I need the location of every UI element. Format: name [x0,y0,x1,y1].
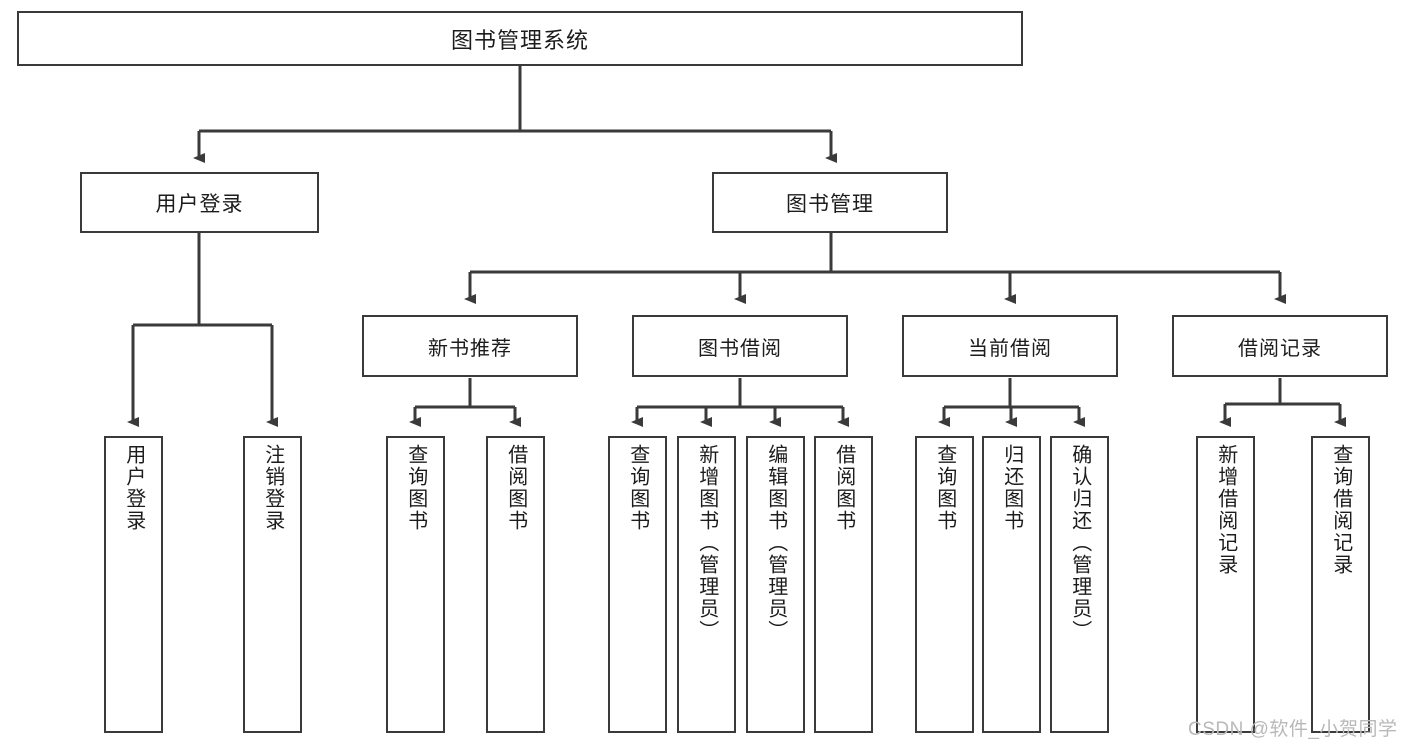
leaf-new-book-1-label: 查询图书 [404,444,427,532]
leaf-user-login-2[interactable]: 注销登录 [243,436,302,733]
leaf-book-borrow-3[interactable]: 编辑图书（管理员） [746,436,805,733]
leaf-current-borrow-2-label: 归还图书 [1000,444,1023,532]
watermark: CSDN @软件_小贺同学 [1188,719,1398,740]
leaf-borrow-record-2[interactable]: 查询借阅记录 [1311,436,1370,733]
leaf-borrow-record-1-label: 新增借阅记录 [1214,444,1237,576]
node-borrow-record-label: 借阅记录 [1238,337,1322,360]
node-borrow-record[interactable]: 借阅记录 [1172,315,1388,377]
leaf-book-borrow-4[interactable]: 借阅图书 [814,436,873,733]
leaf-book-borrow-2[interactable]: 新增图书（管理员） [677,436,736,733]
leaf-current-borrow-1[interactable]: 查询图书 [915,436,974,733]
leaf-user-login-1-label: 用户登录 [122,444,145,532]
node-current-borrow-label: 当前借阅 [968,337,1052,360]
leaf-current-borrow-1-label: 查询图书 [933,444,956,532]
node-root-label: 图书管理系统 [450,27,589,53]
leaf-book-borrow-4-label: 借阅图书 [832,444,855,532]
leaf-book-borrow-1[interactable]: 查询图书 [608,436,667,733]
node-book-manage-label: 图书管理 [786,192,874,216]
leaf-book-borrow-3-label: 编辑图书（管理员） [764,444,787,642]
node-user-login-label: 用户登录 [155,192,244,216]
leaf-user-login-1[interactable]: 用户登录 [104,436,163,733]
leaf-book-borrow-2-label: 新增图书（管理员） [695,444,718,642]
leaf-new-book-1[interactable]: 查询图书 [386,436,445,733]
leaf-borrow-record-2-label: 查询借阅记录 [1329,444,1352,576]
leaf-current-borrow-2[interactable]: 归还图书 [982,436,1041,733]
leaf-current-borrow-3-label: 确认归还（管理员） [1068,444,1091,642]
leaf-new-book-2[interactable]: 借阅图书 [486,436,545,733]
node-current-borrow[interactable]: 当前借阅 [902,315,1118,377]
node-user-login[interactable]: 用户登录 [80,172,319,233]
node-book-borrow-label: 图书借阅 [698,337,782,360]
node-book-manage[interactable]: 图书管理 [712,172,948,233]
node-new-book-recommend[interactable]: 新书推荐 [362,315,578,377]
leaf-new-book-2-label: 借阅图书 [504,444,527,532]
leaf-user-login-2-label: 注销登录 [261,444,284,532]
node-book-borrow[interactable]: 图书借阅 [632,315,848,377]
node-new-book-recommend-label: 新书推荐 [428,337,512,360]
leaf-borrow-record-1[interactable]: 新增借阅记录 [1196,436,1255,733]
leaf-book-borrow-1-label: 查询图书 [626,444,649,532]
leaf-current-borrow-3[interactable]: 确认归还（管理员） [1050,436,1109,733]
node-root[interactable]: 图书管理系统 [17,11,1023,66]
